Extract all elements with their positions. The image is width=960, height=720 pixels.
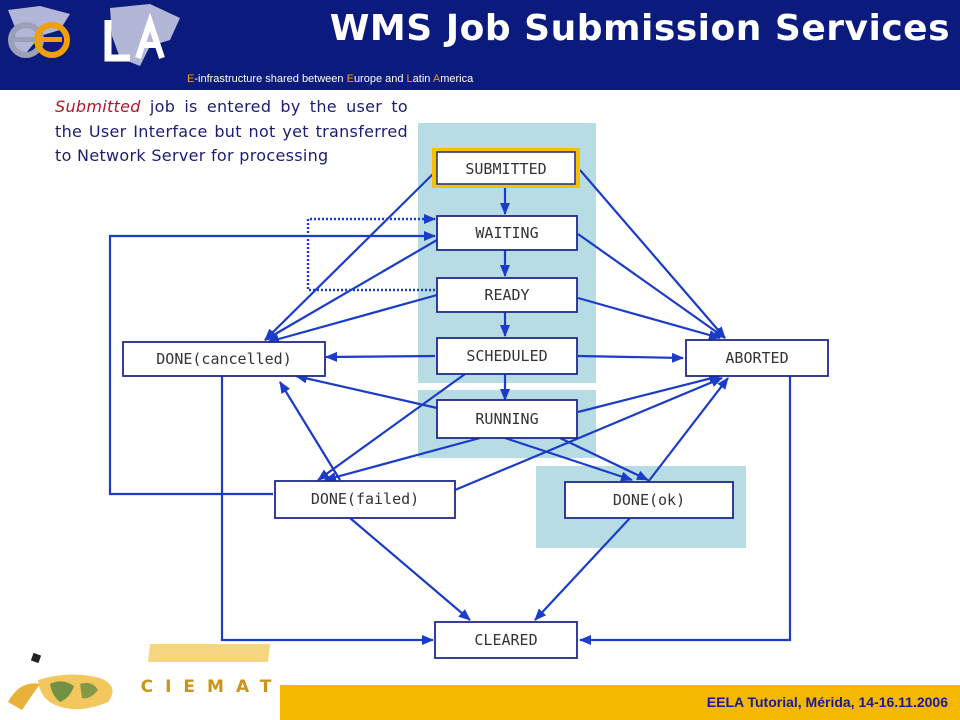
state-done-failed-label: DONE(failed): [311, 490, 419, 508]
header-bar: WMS Job Submission Services E-infrastruc…: [0, 0, 960, 90]
arrow-running-done-ok: [504, 436, 633, 482]
state-done-cancelled-label: DONE(cancelled): [156, 350, 291, 368]
arrow-ready-waiting-dotted: [306, 214, 436, 292]
state-box-cleared: [434, 621, 578, 659]
subtitle-part8: merica: [440, 73, 474, 85]
ciemat-logo: CIEMAT: [8, 644, 280, 710]
subtitle-a: A: [432, 73, 441, 85]
state-running-label: RUNNING: [475, 410, 538, 428]
state-box-scheduled: [436, 337, 578, 375]
state-box-ready: [436, 277, 578, 313]
subtitle-l: L: [406, 73, 413, 85]
state-done-ok-label: DONE(ok): [613, 491, 685, 509]
arrow-running-cancelled: [295, 373, 438, 410]
state-box-waiting: [436, 215, 578, 251]
footer-bar: EELA Tutorial, Mérida, 14-16.11.2006: [280, 685, 960, 720]
arrow-failed-waiting-loop: [108, 231, 436, 496]
description-emphasis: Submitted: [55, 97, 141, 116]
arrow-waiting-aborted: [577, 233, 726, 339]
arrow-scheduled-cancelled: [325, 351, 436, 362]
subtitle-part6: atin: [412, 73, 433, 85]
state-waiting-label: WAITING: [475, 224, 538, 242]
subtitle-part4: urope and: [353, 73, 407, 85]
state-ready-label: READY: [484, 286, 529, 304]
arrow-running-failed: [324, 436, 481, 482]
header-subtitle: E-infrastructure shared between Europe a…: [187, 73, 473, 85]
subtitle-e2: E: [346, 73, 354, 85]
subtitle-e1: E: [187, 73, 195, 85]
arrow-done-failed-aborted: [454, 376, 723, 492]
state-box-aborted: [685, 339, 829, 377]
arrow-scheduled-aborted: [577, 352, 684, 363]
state-box-done-ok: [564, 481, 734, 519]
state-aborted-label: ABORTED: [725, 349, 788, 367]
description-text: job is entered by the user to the User I…: [55, 97, 408, 165]
state-box-done-cancelled: [122, 341, 326, 377]
state-scheduled-label: SCHEDULED: [466, 347, 547, 365]
arrow-running-aborted: [577, 373, 721, 414]
footer-text: EELA Tutorial, Mérida, 14-16.11.2006: [706, 694, 948, 710]
subtitle-part2: -infrastructure shared between: [194, 73, 347, 85]
state-box-running: [436, 399, 578, 439]
arrow-done-ok-cleared: [534, 517, 631, 621]
state-box-done-failed: [274, 480, 456, 519]
arrow-failed-cleared: [349, 517, 471, 621]
arrow-failed-cancelled: [279, 381, 341, 481]
arrow-submitted-cancelled: [264, 171, 436, 341]
eela-logo: [8, 4, 180, 66]
ciemat-logo-text: CIEMAT: [141, 677, 280, 697]
state-box-submitted: [436, 151, 576, 185]
arrow-done-ok-aborted: [647, 377, 729, 483]
arrow-running-done-ok-2: [559, 437, 649, 481]
state-submitted-label: SUBMITTED: [465, 160, 546, 178]
state-cleared-label: CLEARED: [474, 631, 537, 649]
arrow-scheduled-failed: [317, 373, 466, 481]
arrow-cancelled-cleared: [220, 376, 434, 645]
state-description: Submitted job is entered by the user to …: [55, 95, 408, 169]
arrow-submitted-aborted: [579, 169, 726, 339]
page-title: WMS Job Submission Services: [329, 8, 950, 49]
arrow-ready-aborted: [577, 296, 721, 340]
arrow-aborted-cleared: [579, 376, 792, 645]
arrow-ready-cancelled: [267, 293, 438, 344]
